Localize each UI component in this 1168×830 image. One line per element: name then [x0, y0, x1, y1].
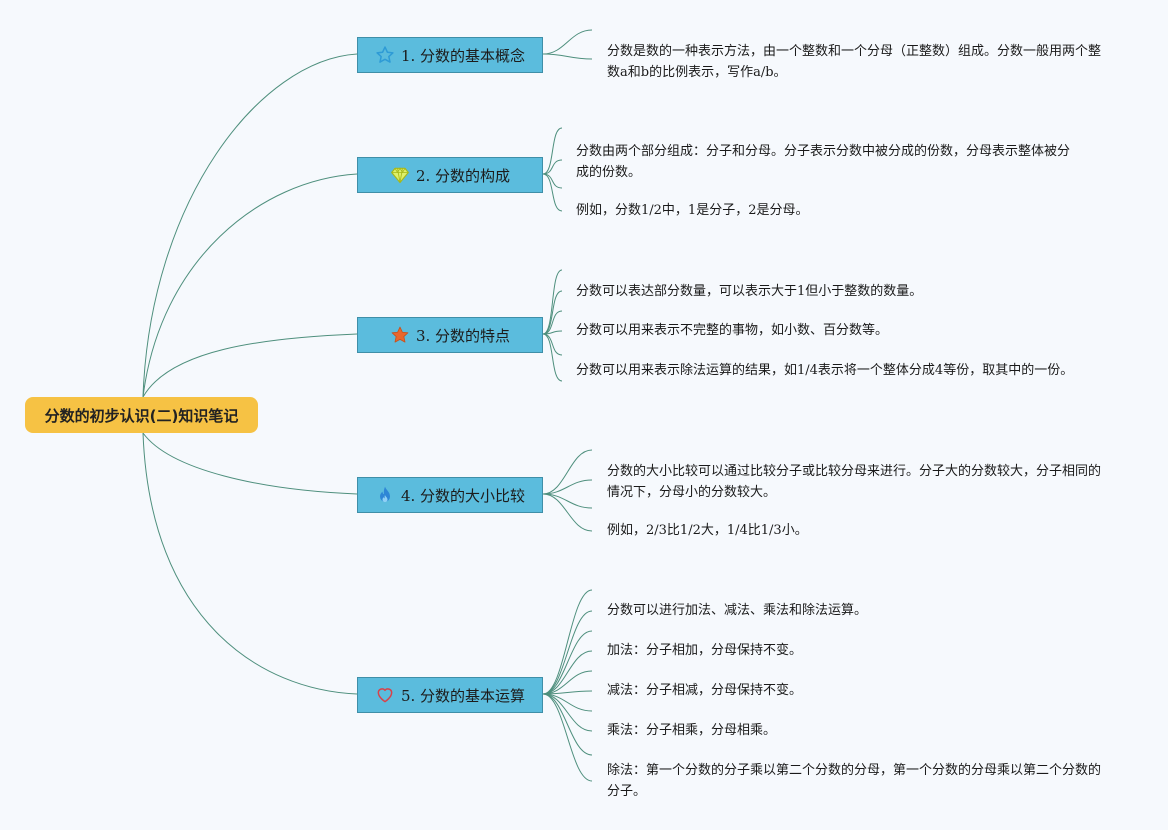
connector-root-branch-5	[142, 432, 358, 695]
connector-b5-0	[542, 589, 593, 695]
branch-label: 4. 分数的大小比较	[400, 486, 526, 505]
connector-root-branch-3	[142, 333, 358, 398]
connector-b4-1	[542, 479, 593, 495]
connector-b2-3	[542, 173, 563, 212]
connector-b4-0	[542, 449, 593, 495]
branch-label: 3. 分数的特点	[415, 326, 511, 345]
branch-basic-operations[interactable]: 5. 分数的基本运算	[357, 677, 543, 713]
connector-root-branch-1	[142, 53, 358, 398]
connector-b5-8	[542, 693, 593, 756]
connector-b5-4	[542, 670, 593, 695]
leaf-b3-0: 分数可以表达部分数量，可以表示大于1但小于整数的数量。	[576, 284, 923, 299]
branch-label: 2. 分数的构成	[415, 166, 511, 185]
leaf-b5-0: 分数可以进行加法、减法、乘法和除法运算。	[607, 603, 868, 618]
connector-b5-2	[542, 630, 593, 695]
leaf-b2-0: 分数由两个部分组成：分子和分母。分子表示分数中被分成的份数，分母表示整体被分成的…	[576, 144, 1071, 180]
branch-size-comparison[interactable]: 4. 分数的大小比较	[357, 477, 543, 513]
leaf-b3-1: 分数可以用来表示不完整的事物，如小数、百分数等。	[576, 323, 889, 338]
connector-b3-5	[542, 333, 563, 382]
flame-icon	[375, 485, 395, 505]
leaf-b4-0: 分数的大小比较可以通过比较分子或比较分母来进行。分子大的分数较大，分子相同的情况…	[607, 464, 1102, 500]
leaf-b5-1: 加法：分子相加，分母保持不变。	[607, 643, 803, 658]
connector-b5-7	[542, 693, 593, 732]
connector-b5-9	[542, 693, 593, 782]
leaf-b5-4: 除法：第一个分数的分子乘以第二个分数的分母，第一个分数的分母乘以第二个分数的分子…	[607, 763, 1102, 799]
star-filled-icon	[390, 325, 410, 345]
connector-b3-0	[542, 269, 563, 335]
leaf-b4-1: 例如，2/3比1/2大，1/4比1/3小。	[607, 523, 808, 538]
branch-composition[interactable]: 2. 分数的构成	[357, 157, 543, 193]
leaf-b3-2: 分数可以用来表示除法运算的结果，如1/4表示将一个整体分成4等份，取其中的一份。	[576, 363, 1074, 378]
connector-b2-2	[542, 173, 563, 189]
connector-b4-3	[542, 493, 593, 532]
heart-outline-icon	[375, 685, 395, 705]
connector-b2-0	[542, 127, 563, 175]
diamond-icon	[390, 165, 410, 185]
connector-b3-4	[542, 333, 563, 356]
connector-b3-2	[542, 310, 563, 335]
connector-b5-3	[542, 650, 593, 695]
leaf-b1-0: 分数是数的一种表示方法，由一个整数和一个分母（正整数）组成。分数一般用两个整数a…	[607, 44, 1102, 80]
branch-label: 1. 分数的基本概念	[400, 46, 526, 65]
branch-basic-concept[interactable]: 1. 分数的基本概念	[357, 37, 543, 73]
connector-b1-1	[542, 53, 593, 60]
connector-b3-1	[542, 290, 563, 335]
connector-root-branch-4	[142, 432, 358, 495]
connector-b2-1	[542, 159, 563, 175]
connector-b5-1	[542, 610, 593, 695]
connector-b1-0	[542, 29, 593, 55]
connector-b4-2	[542, 493, 593, 509]
star-outline-icon	[375, 45, 395, 65]
branch-label: 5. 分数的基本运算	[400, 686, 526, 705]
leaf-b5-3: 乘法：分子相乘，分母相乘。	[607, 723, 777, 738]
root-title: 分数的初步认识(二)知识笔记	[44, 406, 239, 425]
leaf-b2-1: 例如，分数1/2中，1是分子，2是分母。	[576, 203, 809, 218]
root-topic[interactable]: 分数的初步认识(二)知识笔记	[25, 397, 258, 433]
branch-characteristics[interactable]: 3. 分数的特点	[357, 317, 543, 353]
connector-root-branch-2	[142, 173, 358, 398]
leaf-b5-2: 减法：分子相减，分母保持不变。	[607, 683, 803, 698]
